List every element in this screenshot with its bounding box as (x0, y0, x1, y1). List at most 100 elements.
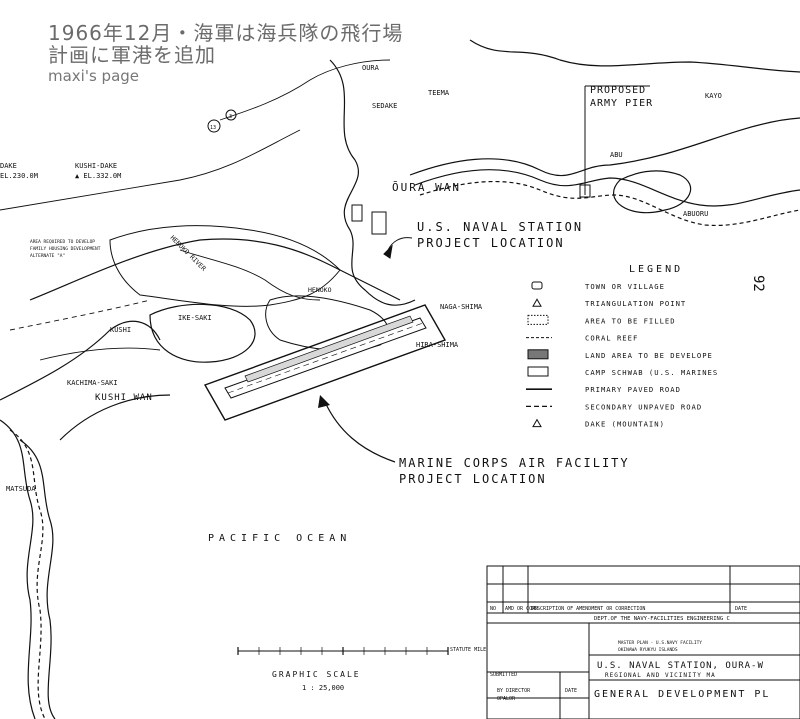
legend-item: TRIANGULATION POINT (532, 298, 686, 308)
label-oura: OURA (362, 64, 380, 72)
henoko-river (179, 249, 321, 301)
route-13-shield (207, 119, 221, 133)
oura-bay-shore (329, 59, 416, 306)
legend-symbol (527, 349, 549, 360)
ike-saki-peninsula (149, 303, 256, 363)
legend: LEGEND TOWN OR VILLAGE TRIANGULATION POIN… (526, 264, 717, 429)
henoko-coast (29, 238, 401, 301)
overlay-line-2: 計画に軍港を追加 (48, 43, 216, 67)
naval-pier-1 (371, 211, 387, 235)
label-naval-station-2: PROJECT LOCATION (417, 236, 565, 250)
runway-centerline (227, 322, 424, 394)
label-proposed-1: PROPOSED (590, 85, 646, 96)
naval-station-arrow (387, 237, 413, 251)
legend-symbol (527, 366, 549, 377)
label-route-3: 3 (229, 114, 232, 120)
label-kachima-saki: KACHIMA-SAKI (67, 379, 118, 387)
label-naga-shima: NAGA-SHIMA (440, 303, 483, 311)
label-ike-saki: IKE-SAKI (178, 314, 212, 322)
tb-director: BY DIRECTOR (497, 688, 531, 694)
legend-label: SECONDARY UNPAVED ROAD (585, 402, 702, 411)
route-shields (207, 109, 237, 133)
north-coastline (469, 39, 800, 73)
label-hira-shima: HIRA-SHIMA (416, 341, 459, 349)
tb-col-no: NO (490, 606, 496, 612)
legend-label: CORAL REEF (585, 334, 638, 343)
label-housing-1: AREA REQUIRED TO DEVELOP (30, 239, 95, 245)
graphic-scale: STATUTE MILE GRAPHIC SCALE 1 : 25,000 (237, 647, 486, 692)
label-el-230: EL.230.0M (0, 172, 38, 180)
tb-station: U.S. NAVAL STATION, OURA-W (597, 661, 764, 671)
airfield-fill-area (203, 304, 447, 421)
tb-opalor: OPALOR (497, 696, 516, 702)
label-matsuda: MATSUDA (6, 485, 36, 493)
label-route-13: 13 (210, 125, 216, 131)
label-pacific: PACIFIC OCEAN (208, 533, 351, 544)
legend-item: CAMP SCHWAB (U.S. MARINES (527, 366, 717, 377)
tb-plan-1: MASTER PLAN - U.S.NAVY FACILITY (618, 640, 702, 646)
label-abu: ABU (610, 151, 623, 159)
route-3-shield (225, 109, 237, 121)
overlay-line-1: 1966年12月・海軍は海兵隊の飛行場 (48, 21, 404, 45)
naval-station (351, 204, 413, 259)
label-proposed-2: ARMY PIER (590, 98, 653, 109)
army-pier-marker (579, 184, 591, 198)
legend-item: PRIMARY PAVED ROAD (526, 385, 681, 394)
reef-line-east (419, 180, 800, 227)
west-coast-3 (19, 439, 56, 719)
legend-label: LAND AREA TO BE DEVELOPE (585, 351, 713, 360)
tb-col-desc: DESCRIPTION OF AMENDMENT OR CORRECTION (531, 606, 645, 612)
kushi-coast (0, 320, 161, 401)
airfield (203, 304, 447, 421)
camp-schwab-boundary (109, 225, 341, 307)
label-sedake: SEDAKE (372, 102, 397, 110)
tb-date-label: DATE (565, 688, 577, 694)
tb-submitted: SUBMITTED (490, 672, 517, 678)
legend-item: CORAL REEF (526, 334, 638, 343)
legend-symbol (532, 298, 542, 307)
label-marine-1: MARINE CORPS AIR FACILITY (399, 456, 630, 470)
coastlines (0, 39, 800, 719)
legend-item: TOWN OR VILLAGE (531, 281, 665, 291)
east-peninsula-inner-shore (414, 169, 800, 207)
label-page-num: 92 (750, 275, 766, 292)
label-teema: TEEMA (428, 89, 450, 97)
label-oura-wan: ŌURA WAN (392, 181, 461, 194)
legend-title: LEGEND (629, 264, 683, 275)
label-el-332: ▲ EL.332.0M (75, 172, 121, 180)
primary-road-north (219, 59, 391, 121)
label-kushi-dake: KUSHI-DAKE (75, 162, 117, 170)
legend-symbol (527, 314, 549, 325)
tb-col-amd: AMD OR CORR (505, 606, 539, 612)
tb-general: GENERAL DEVELOPMENT PL (594, 689, 770, 700)
coastal-road (39, 347, 161, 361)
label-housing-3: ALTERNATE "A" (30, 253, 65, 259)
title-block-text: NO AMD OR CORR DESCRIPTION OF AMENDMENT … (490, 606, 770, 702)
marine-arrow (318, 395, 396, 463)
scale-ticks (237, 647, 449, 655)
tb-plan-2: OKINAWA RYUKYU ISLANDS (618, 647, 678, 653)
title-block-frame (486, 565, 800, 719)
taxiway (244, 315, 414, 383)
label-kushi: KUSHI (110, 326, 131, 334)
legend-item: AREA TO BE FILLED (527, 314, 676, 325)
legend-label: TOWN OR VILLAGE (585, 282, 665, 291)
legend-item: SECONDARY UNPAVED ROAD (526, 402, 702, 411)
label-marine-2: PROJECT LOCATION (399, 472, 547, 486)
label-dake: DAKE (0, 162, 17, 170)
label-kayo: KAYO (705, 92, 722, 100)
legend-item: DAKE (MOUNTAIN) (532, 418, 664, 429)
legend-label: AREA TO BE FILLED (585, 316, 676, 325)
roads (0, 59, 391, 361)
development-areas (109, 225, 390, 351)
legend-label: TRIANGULATION POINT (585, 299, 686, 308)
label-naval-station-1: U.S. NAVAL STATION (417, 220, 583, 234)
primary-road-inland (0, 129, 301, 211)
legend-item: LAND AREA TO BE DEVELOPE (527, 349, 713, 360)
label-henoko: HENOKO (308, 286, 332, 294)
legend-symbol (532, 418, 542, 428)
scale-unit: STATUTE MILE (450, 647, 486, 653)
legend-label: PRIMARY PAVED ROAD (585, 385, 681, 394)
label-abuoru: ABUORU (683, 210, 708, 218)
